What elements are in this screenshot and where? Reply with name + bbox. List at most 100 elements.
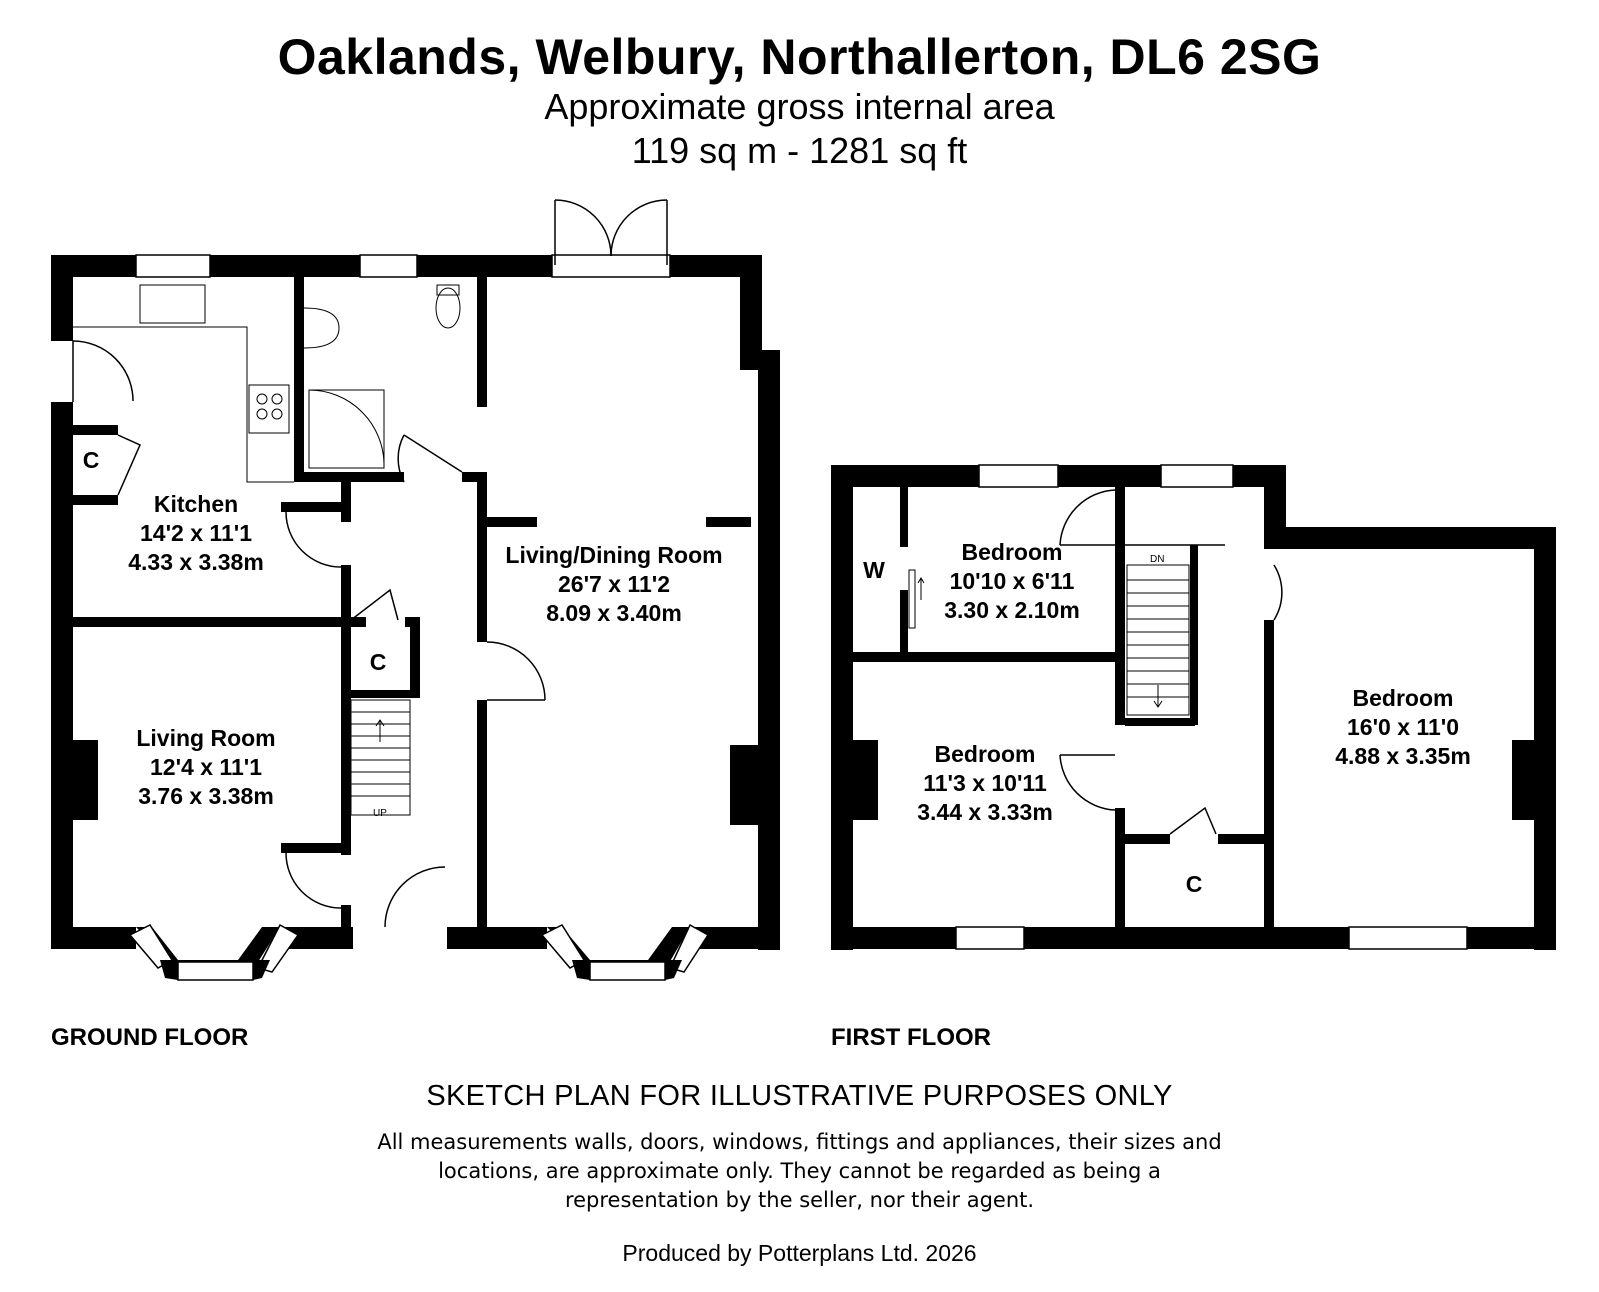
- wall: [690, 927, 780, 949]
- bedroom-large-imperial: 16'0 x 11'0: [1347, 714, 1459, 740]
- wall: [900, 487, 908, 547]
- ground-floor-label: GROUND FLOOR: [51, 1024, 249, 1051]
- wall: [462, 472, 487, 482]
- first-floor-stairs: [1126, 564, 1190, 716]
- producer-credit: Produced by Potterplans Ltd. 2026: [622, 1240, 977, 1266]
- first-floor-windows: [955, 464, 1468, 950]
- wall: [51, 927, 136, 949]
- wall: [477, 482, 487, 642]
- kitchen-fittings: [73, 284, 294, 483]
- wall: [341, 482, 351, 522]
- wall: [740, 255, 762, 350]
- wall: [1125, 718, 1195, 726]
- living-room-name: Living Room: [136, 725, 275, 751]
- wall: [1218, 834, 1266, 844]
- area-value: 119 sq m - 1281 sq ft: [631, 130, 968, 171]
- wall: [341, 905, 351, 930]
- wall: [1264, 527, 1556, 549]
- bedroom-middle-metric: 3.44 x 3.33m: [917, 799, 1053, 825]
- disclaimer-line-1: All measurements walls, doors, windows, …: [377, 1130, 1222, 1154]
- wall: [1264, 465, 1286, 535]
- wall: [51, 402, 73, 949]
- window: [1348, 926, 1468, 950]
- window: [978, 464, 1059, 488]
- wall: [341, 565, 351, 855]
- wall: [1115, 808, 1125, 928]
- ground-floor-stairs: [350, 699, 411, 816]
- living-room-imperial: 12'4 x 11'1: [150, 754, 262, 780]
- wall: [758, 350, 780, 950]
- wall: [410, 617, 420, 697]
- wall: [853, 652, 1123, 662]
- bedroom-small-name: Bedroom: [962, 539, 1063, 565]
- wardrobe-label: W: [863, 557, 885, 583]
- wall: [417, 255, 552, 277]
- wall: [706, 517, 751, 527]
- basin: [303, 307, 340, 349]
- bay-window-living-room: [128, 923, 300, 981]
- bedroom-large-name: Bedroom: [1353, 685, 1454, 711]
- bedroom-small-metric: 3.30 x 2.10m: [944, 597, 1080, 623]
- wall: [1024, 927, 1349, 949]
- wall: [1115, 487, 1125, 547]
- sketch-note: SKETCH PLAN FOR ILLUSTRATIVE PURPOSES ON…: [426, 1080, 1173, 1112]
- kitchen-metric: 4.33 x 3.38m: [128, 549, 264, 575]
- wall: [740, 350, 780, 370]
- wall: [281, 843, 351, 853]
- bedroom-large-metric: 4.88 x 3.35m: [1335, 743, 1471, 769]
- window: [135, 254, 211, 278]
- wall: [831, 927, 956, 949]
- stairs-down-label: DN: [1150, 554, 1164, 565]
- wall: [351, 617, 366, 627]
- ground-floor-walls: [51, 255, 780, 950]
- french-doors: [554, 199, 668, 265]
- wall: [487, 517, 537, 527]
- area-label: Approximate gross internal area: [544, 86, 1055, 127]
- wall: [73, 425, 118, 435]
- chimney-breast: [853, 740, 878, 820]
- wall: [51, 255, 73, 341]
- wall: [281, 502, 351, 512]
- disclaimer-line-3: representation by the seller, nor their …: [564, 1188, 1035, 1212]
- wall: [1125, 834, 1170, 844]
- bay-window-living-dining: [540, 923, 710, 981]
- ground-floor-doors: [72, 340, 546, 928]
- wall: [278, 927, 353, 949]
- chimney-breast: [1512, 740, 1534, 820]
- first-floor-label: FIRST FLOOR: [831, 1024, 991, 1051]
- disclaimer-line-2: locations, are approximate only. They ca…: [438, 1159, 1161, 1183]
- ground-floor-plan: UP Kitchen 14'2 x 11'1 4.33 x 3.38m Livi…: [51, 199, 780, 981]
- stairs-up-label: UP: [373, 808, 387, 819]
- wall: [1467, 927, 1556, 949]
- living-dining-imperial: 26'7 x 11'2: [558, 571, 670, 597]
- wall: [477, 277, 487, 407]
- wall: [1058, 465, 1161, 487]
- chimney-breast: [730, 745, 758, 825]
- ground-floor-windows: [135, 254, 671, 278]
- sink: [139, 284, 206, 324]
- wall: [210, 255, 360, 277]
- window: [1160, 464, 1234, 488]
- wall: [1190, 545, 1198, 725]
- wall: [351, 690, 420, 698]
- living-dining-name: Living/Dining Room: [505, 542, 722, 568]
- living-dining-metric: 8.09 x 3.40m: [546, 600, 682, 626]
- living-room-metric: 3.76 x 3.38m: [138, 783, 274, 809]
- first-floor-walls: [831, 465, 1556, 950]
- wall: [831, 465, 979, 487]
- wall: [447, 927, 547, 949]
- landing-cupboard-label: C: [1186, 871, 1203, 897]
- wall: [831, 465, 853, 950]
- wall: [294, 472, 404, 482]
- toilet: [435, 287, 461, 329]
- bedroom-middle-imperial: 11'3 x 10'11: [923, 770, 1047, 796]
- wall: [1264, 620, 1274, 930]
- wall: [1534, 527, 1556, 950]
- wall: [670, 255, 762, 277]
- chimney-breast: [73, 740, 98, 820]
- bedroom-middle-name: Bedroom: [935, 741, 1036, 767]
- kitchen-imperial: 14'2 x 11'1: [140, 520, 252, 546]
- window: [359, 254, 418, 278]
- hall-cupboard-label: C: [370, 649, 387, 675]
